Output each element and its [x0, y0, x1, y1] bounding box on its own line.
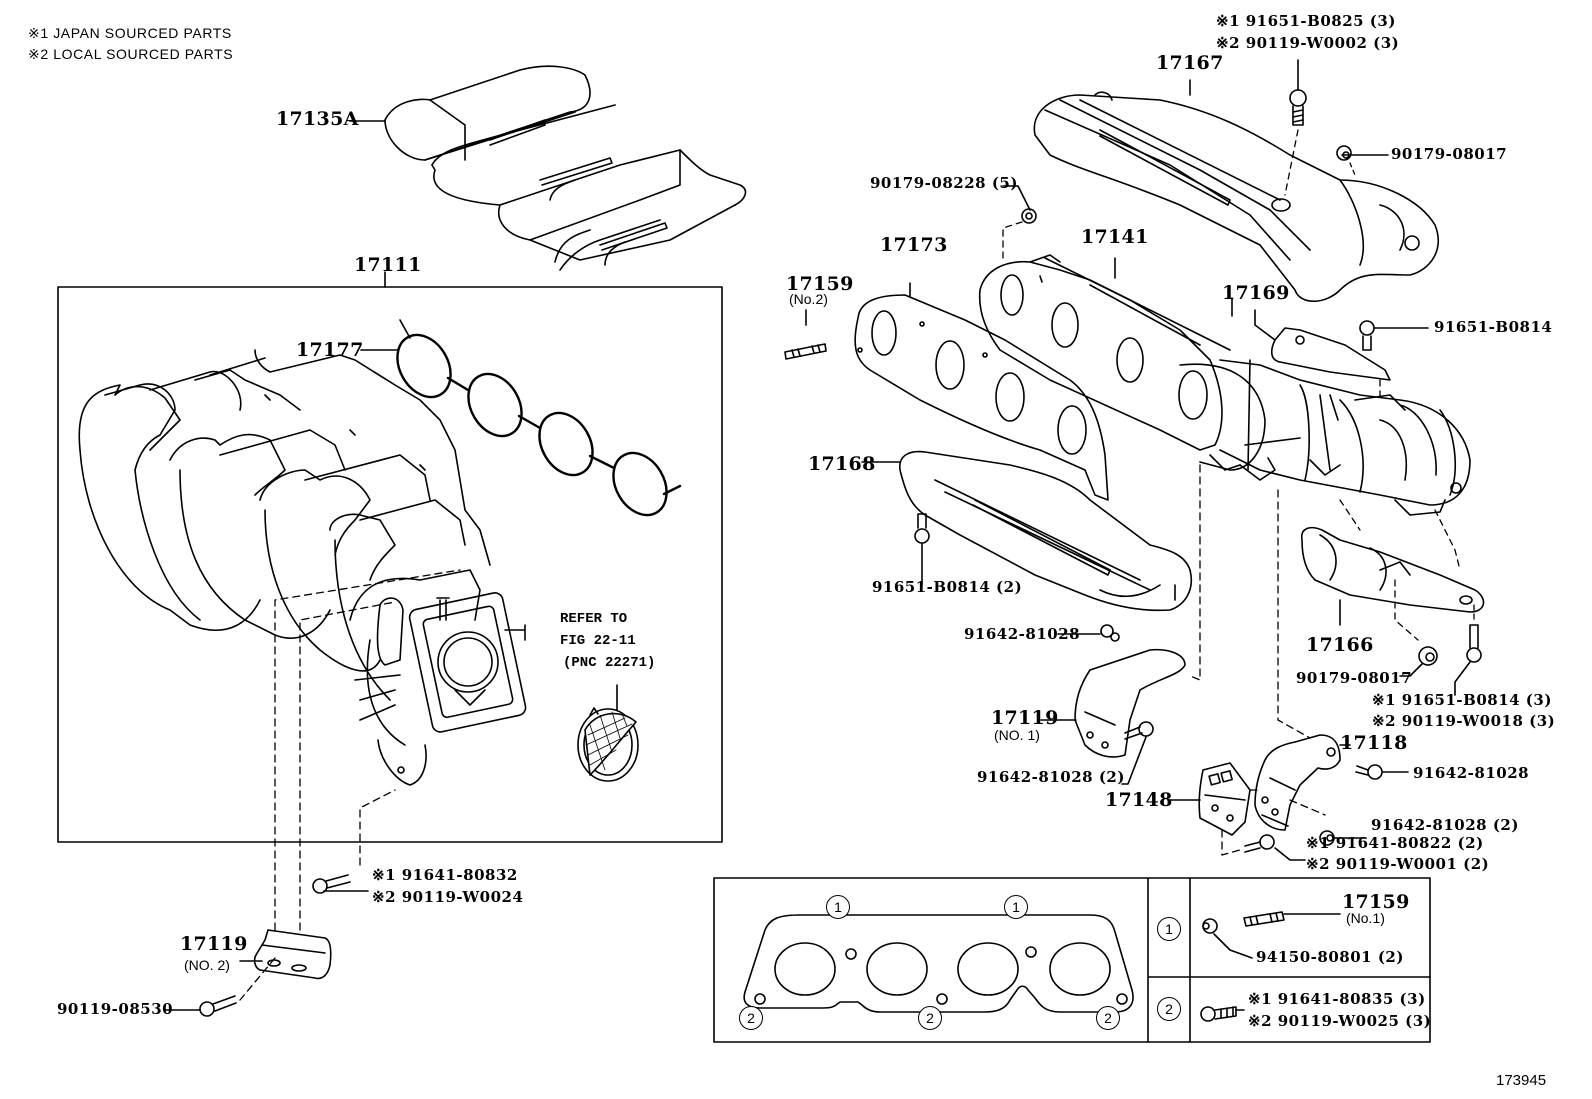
- bracket-17148-drawing: [1167, 762, 1306, 861]
- part-sub-17119-no1: (NO. 1): [994, 727, 1040, 743]
- part-label-91651-B0814[interactable]: 91651-B0814: [1434, 318, 1553, 336]
- part-label-90119-W0018[interactable]: ※2 90119-W0018 (3): [1372, 712, 1556, 730]
- gasket-marker-top-1: 1: [826, 895, 850, 919]
- refer-to-line3: (PNC 22271): [563, 655, 656, 671]
- refer-to-note: REFER TO FIG 22-11 (PNC 22271): [560, 608, 655, 674]
- part-label-90179-08017-top[interactable]: 90179-08017: [1391, 145, 1508, 163]
- gasket-marker-bottom-1: 2: [739, 1006, 763, 1030]
- table-row-1-marker: 1: [1157, 917, 1181, 941]
- part-label-91651-B0814-2[interactable]: 91651-B0814 (2): [872, 578, 1023, 596]
- intake-manifold-frame: [57, 271, 723, 843]
- figure-number: 173945: [1496, 1072, 1547, 1089]
- bracket-17119-no1-drawing: [1040, 648, 1186, 785]
- part-label-90119-W0002[interactable]: ※2 90119-W0002 (3): [1216, 34, 1400, 52]
- japan-part-91641-80832: ※1 91641-80832: [372, 866, 518, 884]
- part-label-90119-W0025[interactable]: ※2 90119-W0025 (3): [1248, 1012, 1432, 1030]
- part-label-90179-08228[interactable]: 90179-08228 (5): [870, 174, 1018, 192]
- stud-17159-no2-drawing: [784, 309, 827, 360]
- part-label-17166[interactable]: 17166: [1306, 634, 1374, 656]
- intake-gasket-17177-drawing: [396, 319, 682, 517]
- shield-bolts-top: [1284, 59, 1389, 196]
- bracket-17169-drawing: [1254, 309, 1429, 399]
- gasket-marker-bottom-3: 2: [1096, 1006, 1120, 1030]
- part-label-91641-80832[interactable]: ※1 91641-80832: [372, 868, 518, 883]
- gasket-table-frame: [713, 877, 1431, 1043]
- gasket-marker-bottom-2: 2: [918, 1006, 942, 1030]
- part-label-17119-no1[interactable]: 17119: [991, 707, 1059, 729]
- bolt-81028-a-drawing: [1057, 624, 1120, 642]
- part-sub-17159-no2: (No.2): [789, 291, 828, 307]
- part-label-91641-80835[interactable]: ※1 91641-80835 (3): [1248, 990, 1426, 1008]
- part-label-91642-81028-a[interactable]: 91642-81028: [964, 625, 1081, 643]
- refer-to-line2[interactable]: FIG 22-11: [560, 633, 636, 649]
- legend-local-sourced: ※2 LOCAL SOURCED PARTS: [28, 46, 234, 62]
- part-label-17141[interactable]: 17141: [1081, 226, 1149, 248]
- part-label-91641-80822[interactable]: ※1 91641-80822 (2): [1306, 834, 1484, 852]
- part-sub-17159-no1: (No.1): [1346, 910, 1385, 926]
- nut-08228-drawing: [1002, 185, 1037, 259]
- part-label-90119-W0001[interactable]: ※2 90119-W0001 (2): [1306, 855, 1490, 873]
- part-label-17135A[interactable]: 17135A: [276, 108, 359, 130]
- part-label-90119-W0024[interactable]: ※2 90119-W0024: [372, 890, 523, 905]
- part-label-17118[interactable]: 17118: [1340, 732, 1408, 754]
- part-label-91651-B0814-3[interactable]: ※1 91651-B0814 (3): [1372, 691, 1552, 709]
- bracket-17119-no2-drawing: [164, 874, 369, 1017]
- part-label-17169[interactable]: 17169: [1222, 282, 1290, 304]
- part-label-17167[interactable]: 17167: [1156, 52, 1224, 74]
- part-label-17111[interactable]: 17111: [354, 254, 422, 276]
- part-label-91642-81028-2a[interactable]: 91642-81028 (2): [977, 768, 1125, 786]
- throttle-gasket-ref-drawing: [577, 684, 639, 782]
- legend-japan-sourced: ※1 JAPAN SOURCED PARTS: [28, 25, 232, 41]
- gasket-marker-top-2: 1: [1004, 895, 1028, 919]
- intake-manifold-drawing: [78, 349, 527, 786]
- intake-dashed-leaders: [239, 569, 461, 1001]
- exhaust-manifold-17141-drawing: [978, 254, 1471, 516]
- heat-insulator-17135A-drawing: [384, 65, 747, 271]
- heat-shield-17166-drawing: [1300, 499, 1485, 696]
- part-label-17159-no1[interactable]: 17159: [1342, 891, 1410, 913]
- heat-shield-17168-drawing: [861, 450, 1192, 612]
- part-label-91642-81028-2b[interactable]: 91642-81028 (2): [1371, 816, 1519, 834]
- part-label-90179-08017-bottom[interactable]: 90179-08017: [1296, 669, 1413, 687]
- local-part-90119-W0024: ※2 90119-W0024: [372, 888, 524, 906]
- part-label-91642-81028-b[interactable]: 91642-81028: [1413, 764, 1530, 782]
- part-label-90119-08530[interactable]: 90119-08530: [57, 1000, 174, 1018]
- bracket-17118-drawing: [1254, 734, 1409, 846]
- part-sub-17119-no2: (NO. 2): [184, 957, 230, 973]
- heat-shield-17167-drawing: [1033, 79, 1439, 303]
- gasket-table-drawing: [743, 911, 1341, 1022]
- part-label-94150-80801[interactable]: 94150-80801 (2): [1256, 948, 1404, 966]
- refer-to-line1: REFER TO: [560, 611, 628, 627]
- part-label-91651-B0825[interactable]: ※1 91651-B0825 (3): [1216, 12, 1396, 30]
- table-row-2-marker: 2: [1157, 997, 1181, 1021]
- exhaust-dashed-leaders: [1187, 464, 1326, 856]
- part-label-17168[interactable]: 17168: [808, 453, 876, 475]
- part-label-17148[interactable]: 17148: [1105, 789, 1173, 811]
- part-label-17159-no2[interactable]: 17159: [786, 273, 854, 295]
- exhaust-gasket-17173-drawing: [854, 282, 1109, 501]
- part-label-17173[interactable]: 17173: [880, 234, 948, 256]
- label-leader-lines: [349, 120, 1233, 351]
- part-label-17119-no2[interactable]: 17119: [180, 933, 248, 955]
- part-label-17177[interactable]: 17177: [296, 339, 364, 361]
